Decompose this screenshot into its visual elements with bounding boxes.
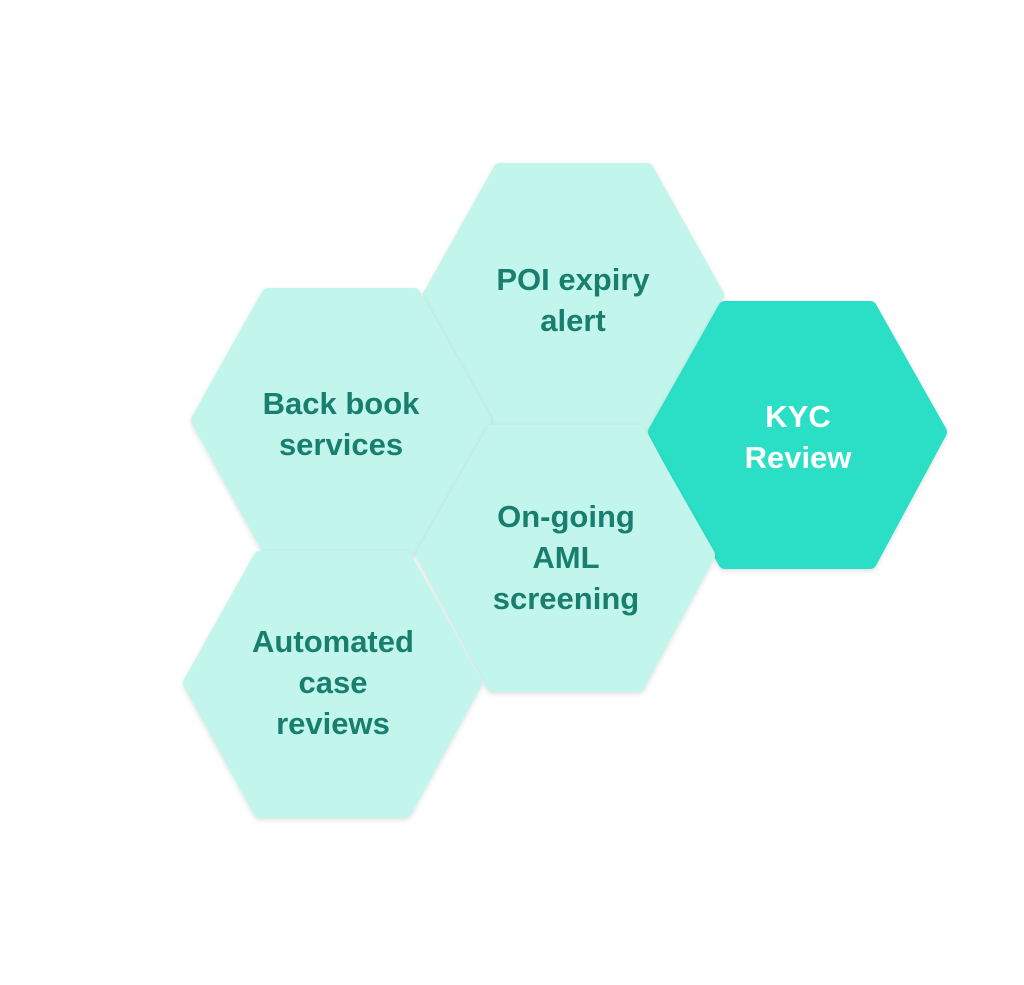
hexagon-shape-backbook (191, 288, 491, 555)
hexagon-shape-automated (183, 551, 482, 818)
hexagon-shape-aml (416, 425, 715, 692)
hexagon-shape-kyc (648, 301, 947, 569)
